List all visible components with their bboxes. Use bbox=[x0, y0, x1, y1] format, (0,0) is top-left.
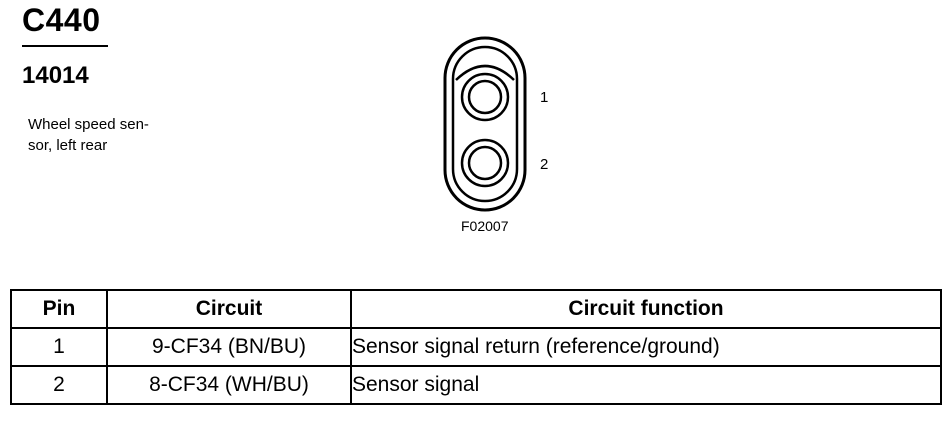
pin-cell: 1 bbox=[10, 327, 108, 367]
connector-inner-shell bbox=[451, 45, 519, 203]
connector-outer-shell bbox=[443, 36, 527, 212]
description-line-1: Wheel speed sen- bbox=[28, 116, 149, 133]
connector-key-line bbox=[455, 64, 515, 81]
pin-1-cavity-inner bbox=[467, 79, 503, 115]
column-header-circuit-function: Circuit function bbox=[350, 289, 942, 329]
pin-1-label: 1 bbox=[540, 89, 549, 106]
pin-table: Pin Circuit Circuit function 1 9-CF34 (B… bbox=[10, 289, 942, 405]
connector-id-underline bbox=[22, 45, 108, 47]
circuit-function-cell: Sensor signal return (reference/ground) bbox=[350, 327, 942, 367]
circuit-cell: 9-CF34 (BN/BU) bbox=[106, 327, 352, 367]
table-row: 2 8-CF34 (WH/BU) Sensor signal bbox=[10, 365, 942, 405]
pin-2-cavity-outer bbox=[460, 138, 510, 188]
table-row: 1 9-CF34 (BN/BU) Sensor signal return (r… bbox=[10, 327, 942, 367]
column-header-circuit: Circuit bbox=[106, 289, 352, 329]
column-header-pin: Pin bbox=[10, 289, 108, 329]
connector-face-diagram bbox=[443, 36, 527, 212]
pin-1-cavity-outer bbox=[460, 72, 510, 122]
circuit-cell: 8-CF34 (WH/BU) bbox=[106, 365, 352, 405]
pin-cell: 2 bbox=[10, 365, 108, 405]
description-line-2: sor, left rear bbox=[28, 137, 108, 154]
pin-2-cavity-inner bbox=[467, 145, 503, 181]
connector-id: C440 bbox=[22, 2, 101, 38]
connector-description: Wheel speed sen- sor, left rear bbox=[28, 114, 188, 156]
part-number: 14014 bbox=[22, 62, 89, 89]
pin-2-label: 2 bbox=[540, 156, 549, 173]
figure-code: F02007 bbox=[461, 218, 509, 234]
table-header-row: Pin Circuit Circuit function bbox=[10, 289, 942, 329]
circuit-function-cell: Sensor signal bbox=[350, 365, 942, 405]
